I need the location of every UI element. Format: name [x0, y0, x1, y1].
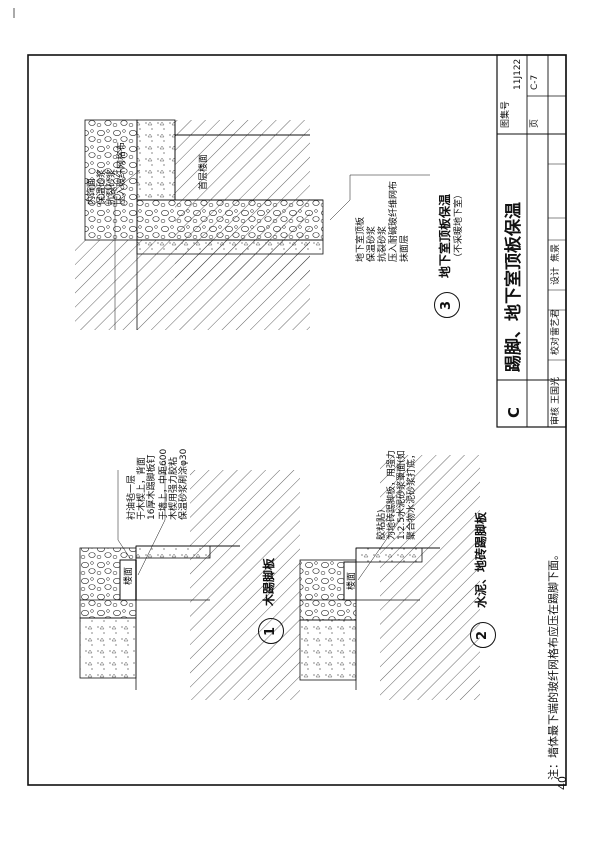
detail-1-label-0: 保温砂浆刷涂φ30: [179, 448, 189, 520]
detail-1-label-4: 于木楔上，背面: [137, 456, 147, 520]
detail-3-slab-label-3: 压入耐碱玻纤维网布: [389, 180, 399, 262]
detail-1-number: 1: [258, 618, 284, 644]
review-label: 审核: [551, 406, 561, 425]
detail-2-label-2: 为地砖踢脚板，用强力: [387, 449, 397, 540]
detail-1-caption: 木踢脚板: [262, 557, 276, 606]
detail-2-label-0: 聚合物水泥砂浆打底，: [407, 449, 417, 540]
page-label: 页: [530, 118, 540, 128]
detail-3-slab-label-4: 抹面层: [400, 234, 410, 262]
detail-2-floor-label: 楼面: [347, 571, 357, 590]
detail-3-wall-label-3: 压入玻纤网格布: [117, 141, 127, 205]
title-text: 踢脚、地下室顶板保温: [504, 202, 524, 372]
designer-name: 焦景: [551, 243, 561, 262]
detail-3-subcaption: （不采暖地下室）: [454, 189, 464, 262]
detail-3-slab-label-0: 地下室顶板: [356, 216, 366, 262]
atlas-number: 11J122: [513, 58, 523, 90]
detail-2-label-3: 胶粘贴): [377, 509, 387, 540]
design-label: 设计: [551, 266, 561, 285]
detail-1-label-2: 于墙上，中距600: [159, 448, 169, 520]
detail-3-number: 3: [434, 292, 460, 318]
detail-3-slab-label-1: 保温砂浆: [367, 225, 377, 262]
title-block: [496, 54, 567, 428]
detail-1-label-1: 木楔用强力胶粘: [169, 456, 179, 520]
detail-1-label-5: 衬油毡一层: [127, 474, 137, 520]
detail-2-number: 2: [470, 622, 496, 648]
detail-1-floor-label: 楼面: [124, 566, 134, 585]
detail-2-drawing: [299, 455, 480, 700]
detail-3-drawing: [75, 119, 430, 330]
reviewer-name: 王国光: [551, 376, 561, 404]
drawing-note: 注：墙体最下端的玻纤网格布应压在踢脚下面。: [547, 549, 560, 780]
detail-3-slab-label-2: 抗裂砂浆: [378, 225, 388, 262]
detail-1-label-3: 16厚木踢脚板钉: [147, 454, 157, 520]
checker-name: 雷艺君: [551, 308, 561, 336]
detail-2-caption: 水泥、地砖踢脚板: [474, 511, 488, 608]
atlas-label: 图集号: [501, 100, 511, 128]
check-label: 校对: [551, 336, 561, 355]
detail-2-label-1: 1:2.5水泥砂浆罩面(如: [397, 450, 407, 540]
detail-3-wall-label-2: 抗裂砂浆: [107, 168, 117, 205]
detail-3-wall-label-1: 保温砂浆: [97, 168, 107, 205]
detail-3-wall-label-0: 内饰面: [87, 177, 97, 205]
detail-3-caption: 地下室顶板保温: [438, 193, 452, 278]
detail-3-floor-label: 首层楼面: [199, 153, 209, 190]
title-code: C: [505, 406, 523, 418]
page-code: C-7: [530, 74, 540, 90]
